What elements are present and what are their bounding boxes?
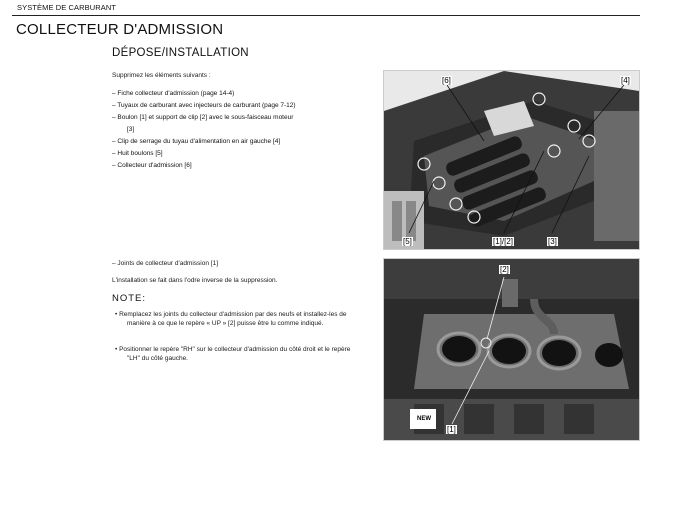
callout-1: [1] bbox=[446, 425, 457, 434]
ports-illustration bbox=[384, 259, 639, 440]
list-item-text: – Clip de serrage du tuyau d'alimentatio… bbox=[112, 138, 281, 145]
list-item-text: – Collecteur d'admission [6] bbox=[112, 162, 192, 169]
list-item-text: – Huit boulons [5] bbox=[112, 150, 163, 157]
engine-photo-removal: [6] [4] [5] [1]/[2] [3] bbox=[383, 70, 640, 250]
header-rule bbox=[12, 15, 640, 16]
header-section-label: SYSTÈME DE CARBURANT bbox=[17, 3, 117, 12]
note-line: "LH" du côté gauche. bbox=[127, 355, 188, 362]
engine-illustration bbox=[384, 71, 639, 249]
callout-1-2: [1]/[2] bbox=[492, 237, 515, 246]
list-item: – Huit boulons [5] bbox=[112, 149, 296, 158]
callout-6: [6] bbox=[441, 76, 452, 85]
list-item-subtext: [3] bbox=[127, 126, 135, 133]
list-item: – Fiche collecteur d'admission (page 14-… bbox=[112, 89, 296, 98]
list-item: – Clip de serrage du tuyau d'alimentatio… bbox=[112, 137, 296, 146]
list-item: – Collecteur d'admission [6] bbox=[112, 161, 296, 170]
list-item-text: – Boulon [1] et support de clip [2] avec… bbox=[112, 114, 294, 121]
intro-text: Supprimez les éléments suivants : bbox=[112, 72, 211, 79]
removal-list: – Fiche collecteur d'admission (page 14-… bbox=[112, 89, 296, 173]
install-text: L'installation se fait dans l'odre inver… bbox=[112, 277, 278, 284]
section-title: DÉPOSE/INSTALLATION bbox=[112, 47, 249, 59]
note-item-1: • Remplacez les joints du collecteur d'a… bbox=[115, 310, 370, 328]
note-line: • Positionner le repère "RH" sur le coll… bbox=[115, 346, 351, 353]
note-title: NOTE: bbox=[112, 293, 147, 304]
callout-3: [3] bbox=[547, 237, 558, 246]
note-line: • Remplacez les joints du collecteur d'a… bbox=[115, 311, 347, 318]
note-line: manière à ce que le repère « UP » [2] pu… bbox=[127, 320, 324, 327]
list-item: – Tuyaux de carburant avec injecteurs de… bbox=[112, 101, 296, 110]
note-item-2: • Positionner le repère "RH" sur le coll… bbox=[115, 345, 370, 363]
list-item-text: – Fiche collecteur d'admission (page 14-… bbox=[112, 90, 235, 97]
callout-4: [4] bbox=[620, 76, 631, 85]
engine-photo-gaskets: [2] [1] NEW bbox=[383, 258, 640, 441]
list-item: – Boulon [1] et support de clip [2] avec… bbox=[112, 113, 296, 134]
new-badge: NEW bbox=[417, 416, 431, 422]
joints-text: – Joints de collecteur d'admission [1] bbox=[112, 260, 219, 267]
page-title: COLLECTEUR D'ADMISSION bbox=[16, 21, 224, 38]
callout-5: [5] bbox=[402, 237, 413, 246]
callout-2: [2] bbox=[499, 265, 510, 274]
list-item-text: – Tuyaux de carburant avec injecteurs de… bbox=[112, 102, 296, 109]
